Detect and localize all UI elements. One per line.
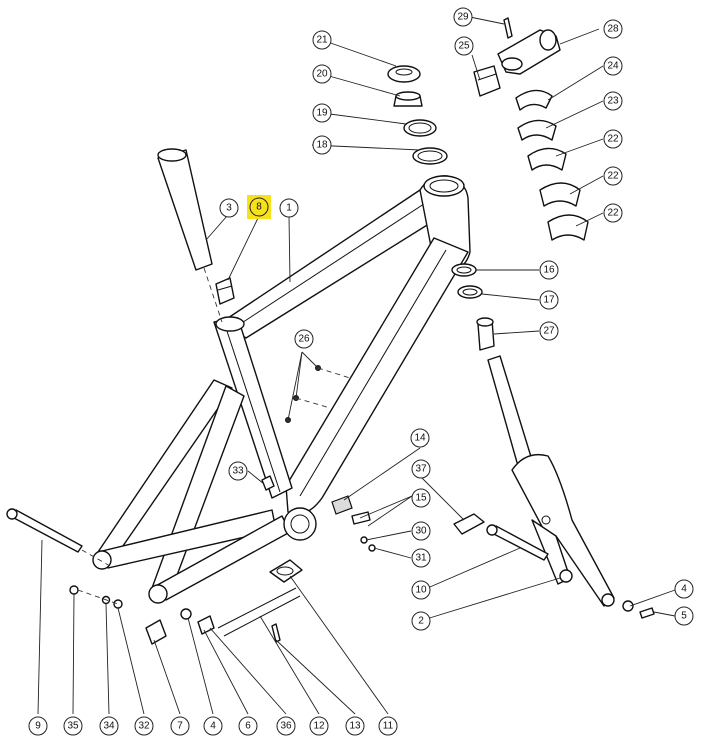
svg-text:28: 28 (607, 24, 619, 35)
svg-text:18: 18 (316, 140, 328, 151)
callout-5: 5 (674, 606, 694, 626)
svg-text:1: 1 (286, 203, 292, 214)
svg-text:14: 14 (414, 433, 426, 444)
svg-text:4: 4 (681, 584, 687, 595)
svg-text:2: 2 (418, 616, 424, 627)
callout-25: 25 (454, 36, 474, 56)
svg-text:15: 15 (415, 493, 427, 504)
svg-text:29: 29 (457, 12, 469, 23)
callout-2: 2 (411, 611, 431, 631)
svg-text:31: 31 (415, 553, 427, 564)
stem-and-spacers (473, 17, 589, 241)
callout-24: 24 (603, 56, 623, 76)
svg-text:37: 37 (415, 464, 427, 475)
svg-text:22: 22 (607, 134, 619, 145)
svg-text:35: 35 (67, 721, 79, 732)
callout-18: 18 (312, 135, 332, 155)
svg-text:27: 27 (543, 326, 555, 337)
callout-7: 7 (170, 716, 190, 736)
svg-text:26: 26 (298, 334, 310, 345)
callout-8-highlighted: 8 (247, 195, 271, 219)
svg-text:12: 12 (313, 721, 325, 732)
headset-parts (387, 65, 495, 351)
leader-lines (37, 16, 676, 715)
callout-37: 37 (411, 459, 431, 479)
seatpost-clamp (215, 277, 235, 305)
callout-13: 13 (345, 716, 365, 736)
callout-15: 15 (411, 488, 431, 508)
svg-text:24: 24 (607, 61, 619, 72)
svg-text:10: 10 (415, 585, 427, 596)
bottom-bracket (283, 507, 317, 541)
svg-text:36: 36 (280, 721, 292, 732)
callout-11: 11 (378, 716, 398, 736)
callout-35: 35 (63, 716, 83, 736)
callout-6: 6 (238, 716, 258, 736)
svg-text:19: 19 (316, 108, 328, 119)
svg-text:16: 16 (543, 265, 555, 276)
seatpost (157, 148, 223, 323)
callout-27: 27 (539, 321, 559, 341)
callout-21: 21 (312, 30, 332, 50)
callout-32: 32 (134, 716, 154, 736)
svg-text:9: 9 (35, 721, 41, 732)
svg-text:33: 33 (232, 466, 244, 477)
callout-20: 20 (312, 64, 332, 84)
frame (92, 175, 471, 604)
callout-29: 29 (453, 7, 473, 27)
callout-36: 36 (276, 716, 296, 736)
front-thru-axle (486, 524, 549, 561)
svg-text:20: 20 (316, 69, 328, 80)
callout-30: 30 (411, 521, 431, 541)
dropout-right (148, 584, 168, 604)
callout-3: 3 (219, 198, 239, 218)
callout-12: 12 (309, 716, 329, 736)
svg-text:6: 6 (245, 721, 251, 732)
rear-thru-axle (6, 508, 111, 567)
callout-4-bottom: 4 (203, 716, 223, 736)
svg-text:5: 5 (681, 611, 687, 622)
callout-22-c: 22 (603, 203, 623, 223)
svg-text:13: 13 (349, 721, 361, 732)
svg-text:22: 22 (607, 208, 619, 219)
callout-31: 31 (411, 548, 431, 568)
svg-text:30: 30 (415, 526, 427, 537)
svg-text:22: 22 (607, 171, 619, 182)
dropout-left (92, 550, 112, 570)
callout-14: 14 (410, 428, 430, 448)
svg-text:7: 7 (177, 721, 183, 732)
callout-16: 16 (539, 260, 559, 280)
callout-34: 34 (99, 716, 119, 736)
callout-28: 28 (603, 19, 623, 39)
callout-23: 23 (603, 91, 623, 111)
callout-4-right: 4 (674, 579, 694, 599)
svg-text:23: 23 (607, 96, 619, 107)
callout-22-b: 22 (603, 166, 623, 186)
svg-text:8: 8 (256, 202, 262, 213)
callout-10: 10 (411, 580, 431, 600)
svg-text:21: 21 (316, 35, 328, 46)
svg-text:17: 17 (543, 295, 555, 306)
svg-text:3: 3 (226, 203, 232, 214)
callout-1: 1 (279, 198, 299, 218)
svg-text:4: 4 (210, 721, 216, 732)
callout-17: 17 (539, 290, 559, 310)
callouts: 1 3 8 21 20 19 18 29 25 28 24 23 22 22 2… (28, 7, 694, 736)
callout-19: 19 (312, 103, 332, 123)
svg-text:34: 34 (103, 721, 115, 732)
callout-22-a: 22 (603, 129, 623, 149)
svg-text:11: 11 (383, 721, 394, 732)
fork (487, 355, 615, 607)
callout-33: 33 (228, 461, 248, 481)
svg-text:32: 32 (138, 721, 150, 732)
svg-text:25: 25 (458, 41, 470, 52)
callout-9: 9 (28, 716, 48, 736)
callout-26: 26 (294, 329, 314, 349)
